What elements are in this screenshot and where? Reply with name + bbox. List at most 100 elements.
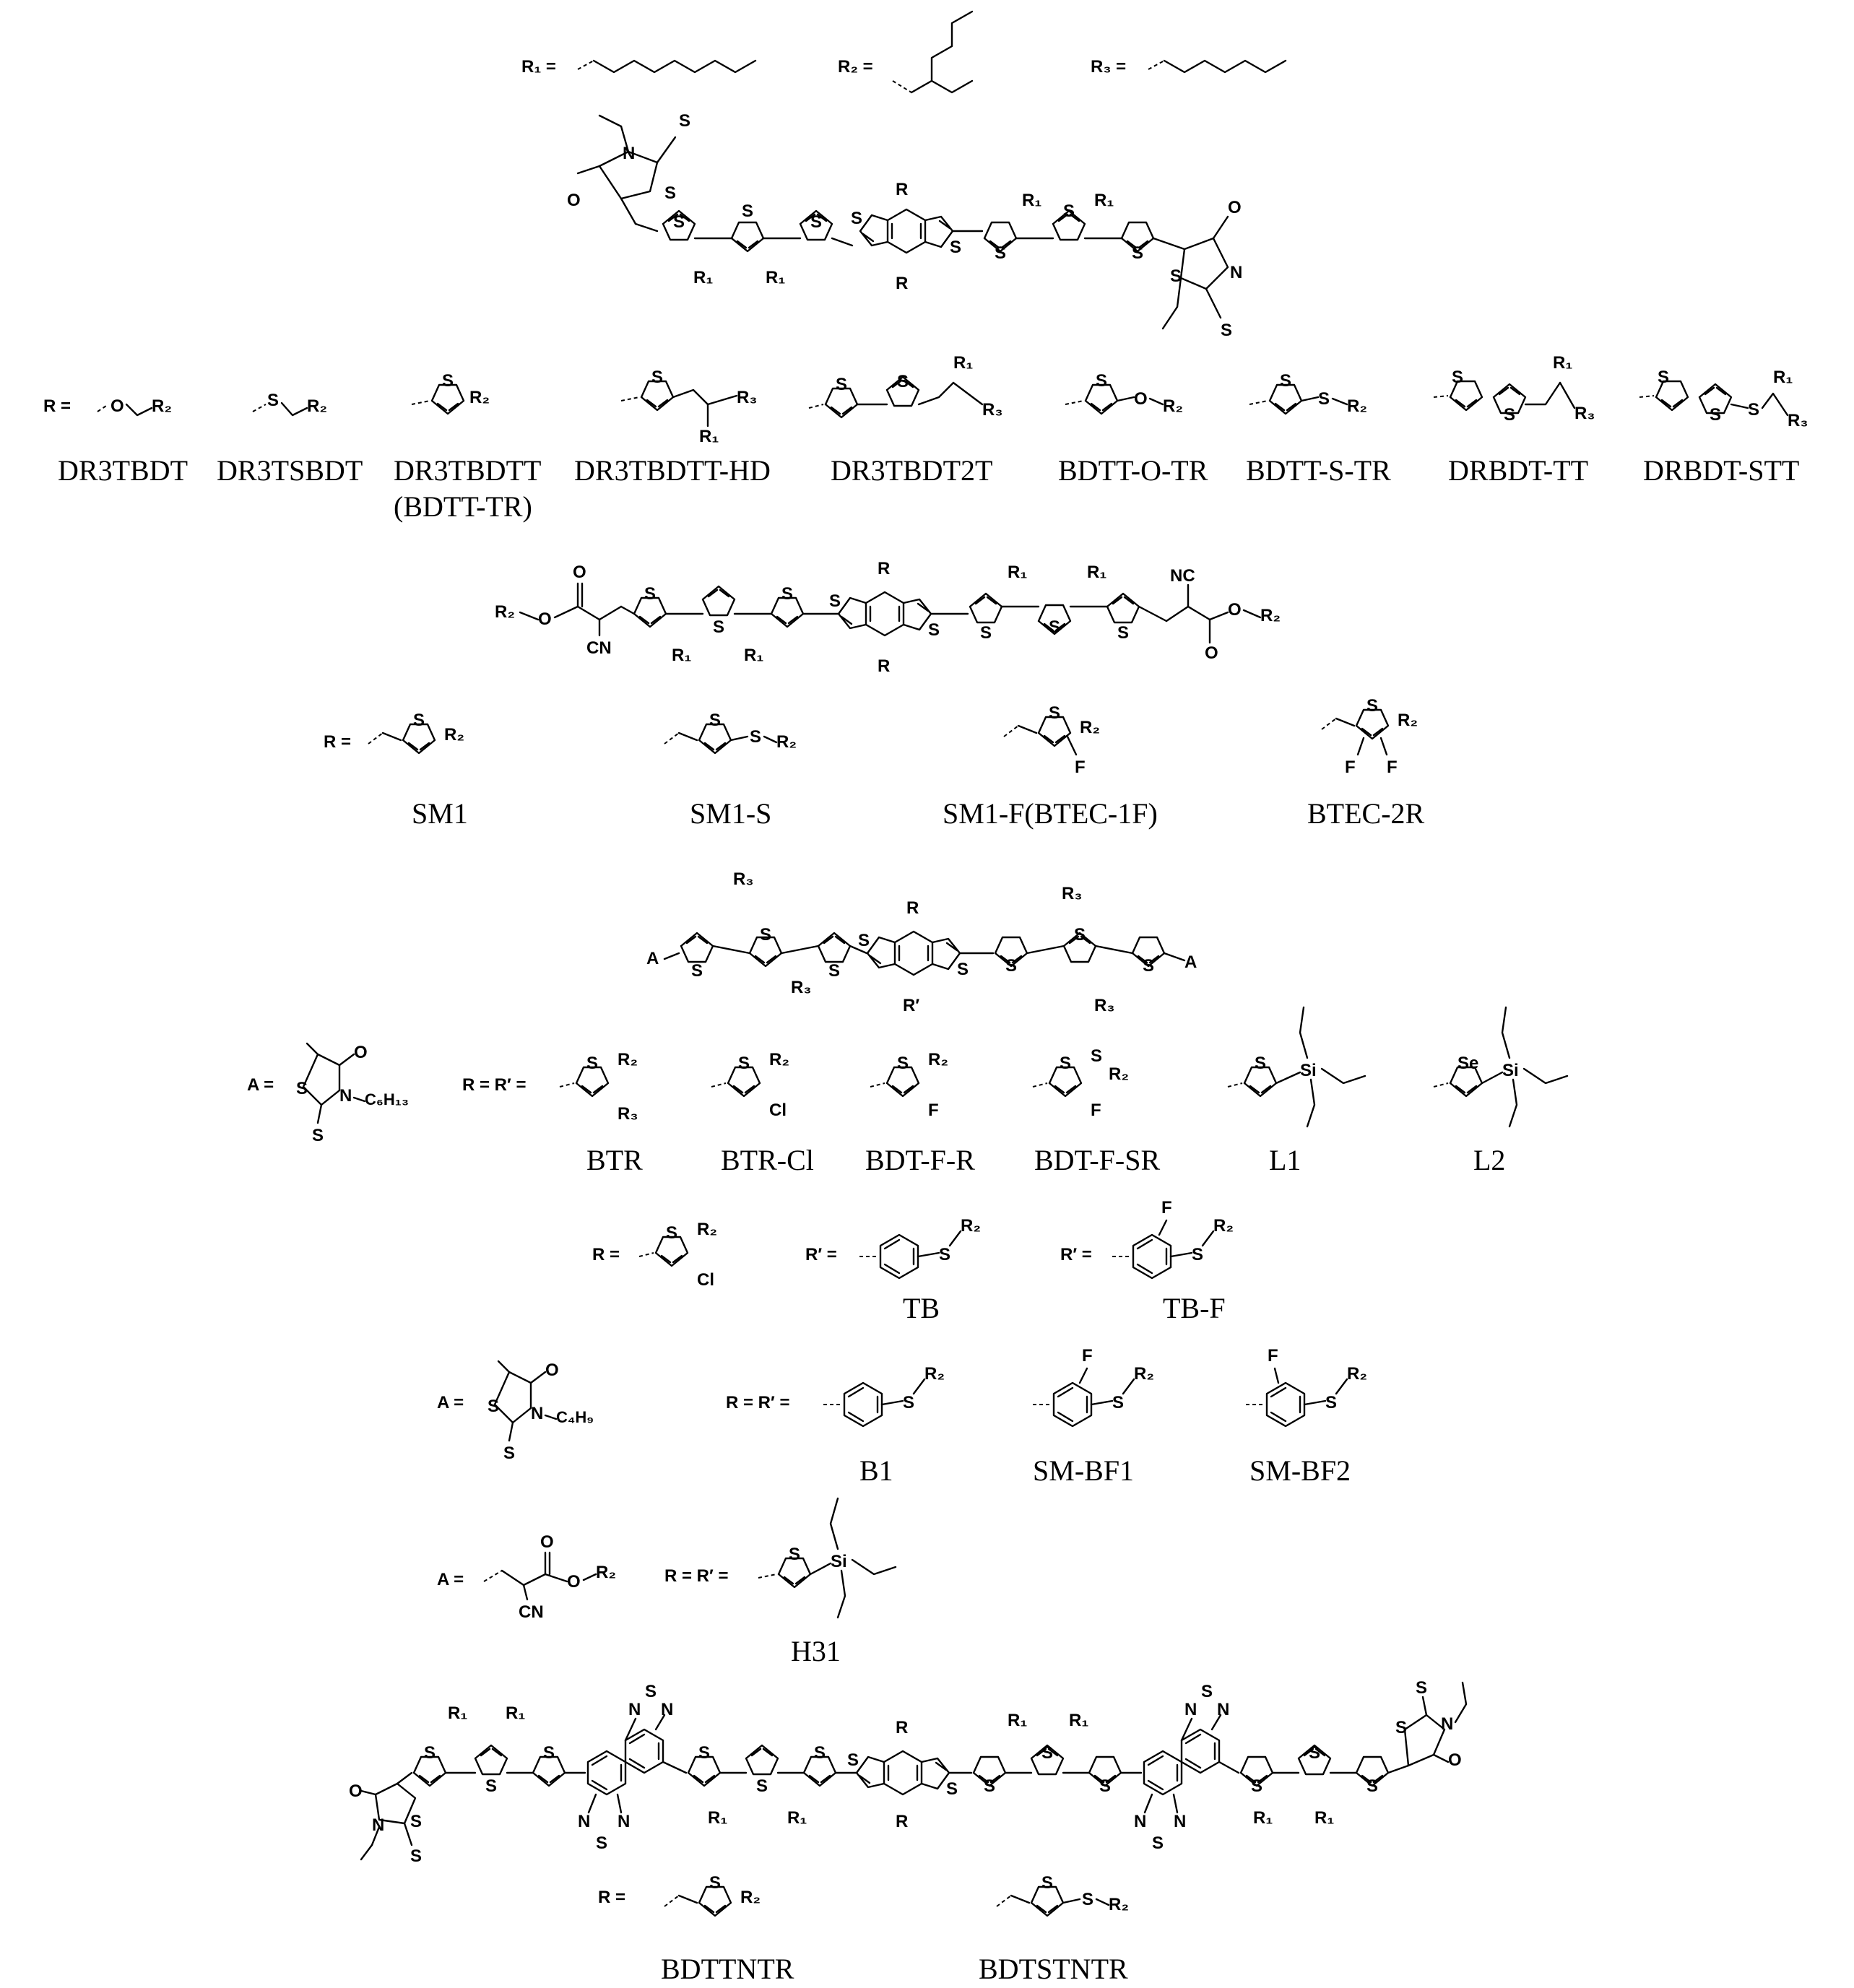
section1-labels: DR3TBDT DR3TSBDT DR3TBDTT (BDTT-TR) DR3T… bbox=[58, 454, 1799, 523]
svg-text:S: S bbox=[413, 711, 425, 730]
svg-text:S: S bbox=[1099, 1776, 1111, 1796]
svg-text:R = R′ =: R = R′ = bbox=[664, 1566, 728, 1586]
svg-text:S: S bbox=[666, 1223, 677, 1243]
svg-text:N: N bbox=[372, 1815, 384, 1835]
svg-text:N: N bbox=[623, 144, 635, 163]
svg-text:F: F bbox=[1268, 1346, 1278, 1366]
svg-text:R′ =: R′ = bbox=[805, 1245, 837, 1264]
svg-text:S: S bbox=[1049, 617, 1060, 637]
svg-text:S: S bbox=[847, 1750, 859, 1770]
svg-text:C₄H₉: C₄H₉ bbox=[556, 1408, 594, 1426]
section3-substituents: A = O S N S C₆H₁₃ R = R′ = S R₂ R₃ S R₂ … bbox=[247, 1006, 1569, 1145]
svg-text:S: S bbox=[1395, 1718, 1407, 1737]
svg-text:S: S bbox=[829, 591, 841, 611]
svg-text:S: S bbox=[946, 1779, 958, 1799]
svg-text:S: S bbox=[698, 1743, 710, 1763]
svg-text:R₁: R₁ bbox=[1773, 368, 1793, 387]
svg-text:S: S bbox=[645, 1682, 657, 1701]
svg-text:O: O bbox=[540, 1532, 554, 1552]
label-sm-bf1: SM-BF1 bbox=[1033, 1454, 1134, 1487]
label-sm1-s: SM1-S bbox=[690, 797, 771, 830]
label-btr-cl: BTR-Cl bbox=[721, 1144, 814, 1176]
svg-text:S: S bbox=[1201, 1682, 1213, 1701]
svg-text:S: S bbox=[1366, 696, 1378, 716]
svg-text:R =: R = bbox=[324, 732, 351, 752]
label-btec-2r: BTEC-2R bbox=[1307, 797, 1425, 830]
svg-text:R₁: R₁ bbox=[1314, 1808, 1334, 1828]
svg-text:S: S bbox=[1152, 1833, 1164, 1853]
svg-text:O: O bbox=[354, 1043, 368, 1062]
svg-text:R₂: R₂ bbox=[469, 388, 490, 407]
svg-text:S: S bbox=[543, 1743, 555, 1763]
svg-text:S: S bbox=[1143, 956, 1154, 976]
svg-text:R₃: R₃ bbox=[733, 869, 753, 889]
svg-text:R₁: R₁ bbox=[1022, 191, 1041, 210]
svg-text:R₂: R₂ bbox=[307, 396, 327, 416]
svg-text:S: S bbox=[410, 1846, 422, 1866]
svg-text:R: R bbox=[896, 274, 908, 293]
svg-text:N: N bbox=[1441, 1714, 1453, 1734]
svg-text:S: S bbox=[858, 931, 870, 950]
label-dr3tsbdt: DR3TSBDT bbox=[217, 454, 363, 487]
svg-text:S: S bbox=[503, 1444, 515, 1463]
svg-text:N: N bbox=[339, 1086, 352, 1106]
svg-text:S: S bbox=[1416, 1678, 1427, 1698]
section4-labels: TB TB-F bbox=[903, 1292, 1226, 1324]
label-bdtstntr: BDTSTNTR bbox=[979, 1953, 1128, 1985]
section6-substituents: A = O O R₂ CN R = R′ = S Si bbox=[437, 1497, 897, 1622]
svg-text:R₁: R₁ bbox=[699, 427, 719, 446]
svg-text:S: S bbox=[1096, 371, 1107, 391]
svg-text:R: R bbox=[896, 1812, 908, 1831]
svg-text:S: S bbox=[1005, 956, 1017, 976]
svg-text:R: R bbox=[906, 898, 919, 918]
svg-text:R₂: R₂ bbox=[444, 725, 464, 745]
svg-text:S: S bbox=[1041, 1873, 1053, 1893]
label-dr3tbdt: DR3TBDT bbox=[58, 454, 188, 487]
section7-substituents: R = S R₂ S S R₂ bbox=[598, 1873, 1129, 1917]
svg-text:A =: A = bbox=[437, 1570, 464, 1589]
svg-text:O: O bbox=[349, 1781, 363, 1801]
svg-text:S: S bbox=[760, 925, 771, 945]
svg-text:S: S bbox=[1325, 1393, 1337, 1412]
svg-text:S: S bbox=[679, 111, 690, 131]
svg-text:S: S bbox=[267, 391, 279, 410]
label-bdttntr: BDTTNTR bbox=[661, 1953, 794, 1985]
svg-text:R =: R = bbox=[598, 1888, 625, 1907]
svg-text:S: S bbox=[903, 1393, 914, 1412]
svg-text:R₁: R₁ bbox=[1253, 1808, 1273, 1828]
svg-text:S: S bbox=[810, 212, 822, 232]
svg-text:S: S bbox=[713, 617, 724, 637]
svg-text:R₂: R₂ bbox=[769, 1050, 789, 1069]
svg-text:R₂: R₂ bbox=[1109, 1064, 1129, 1084]
svg-text:R =: R = bbox=[43, 396, 71, 416]
svg-text:S: S bbox=[1255, 1054, 1266, 1073]
svg-text:S: S bbox=[1504, 405, 1515, 425]
svg-text:R₂: R₂ bbox=[1398, 711, 1418, 730]
svg-text:O: O bbox=[111, 396, 124, 416]
svg-text:S: S bbox=[1091, 1046, 1102, 1066]
svg-text:O: O bbox=[1205, 643, 1218, 663]
svg-text:A: A bbox=[1184, 952, 1197, 972]
label-sm1: SM1 bbox=[412, 797, 468, 830]
svg-text:S: S bbox=[1309, 1743, 1320, 1763]
label-bdtt-s-tr: BDTT-S-TR bbox=[1246, 454, 1391, 487]
svg-text:S: S bbox=[1060, 1054, 1071, 1073]
svg-text:R₂: R₂ bbox=[152, 396, 172, 416]
svg-text:S: S bbox=[750, 727, 761, 747]
svg-text:R₁: R₁ bbox=[953, 353, 973, 373]
svg-text:R₃: R₃ bbox=[737, 388, 757, 407]
svg-text:R₃: R₃ bbox=[1574, 404, 1595, 423]
svg-text:S: S bbox=[1748, 400, 1759, 420]
label-bdtt-o-tr: BDTT-O-TR bbox=[1058, 454, 1208, 487]
svg-text:S: S bbox=[1117, 623, 1129, 643]
svg-text:S: S bbox=[984, 1776, 995, 1796]
svg-text:R₃: R₃ bbox=[1094, 996, 1114, 1015]
svg-text:R₁: R₁ bbox=[1553, 353, 1572, 373]
svg-text:N: N bbox=[1230, 263, 1242, 282]
label-sm1-f: SM1-F(BTEC-1F) bbox=[943, 797, 1158, 830]
svg-text:Cl: Cl bbox=[697, 1270, 714, 1290]
svg-text:R₁: R₁ bbox=[1087, 563, 1106, 582]
svg-text:S: S bbox=[1063, 201, 1075, 221]
section4-substituents: R = S R₂ Cl R′ = S R₂ R′ = F S R₂ bbox=[592, 1198, 1234, 1290]
